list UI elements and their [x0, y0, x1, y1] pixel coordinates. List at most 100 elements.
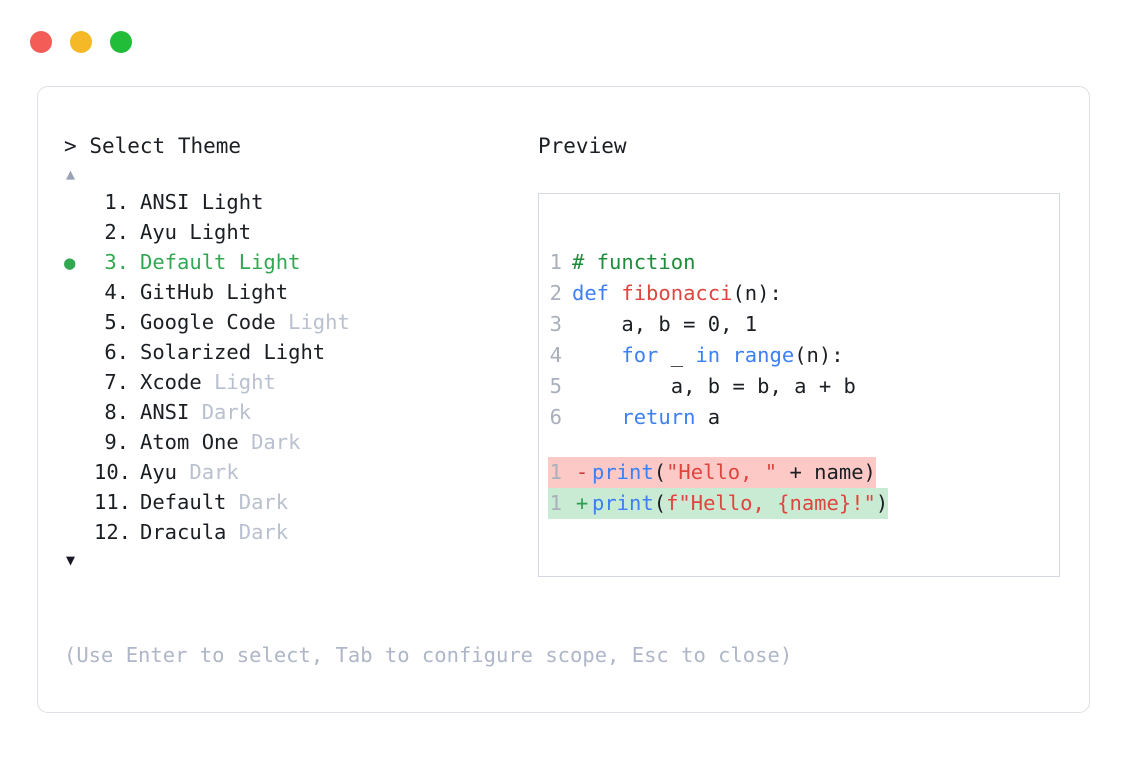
- theme-item-variant: Dark: [238, 520, 289, 544]
- theme-item-variant: Light: [288, 310, 350, 334]
- maximize-button[interactable]: [110, 31, 132, 53]
- theme-list-item[interactable]: ●6.Solarized Light: [64, 337, 534, 367]
- theme-item-space: [226, 517, 238, 547]
- theme-item-name: ANSI: [140, 190, 190, 214]
- selected-bullet-icon: ●: [64, 458, 94, 488]
- code-token-plain: _: [670, 343, 696, 367]
- code-token-comment: # function: [572, 250, 696, 274]
- theme-item-number: 5.: [104, 310, 129, 334]
- code-token-builtin: print: [592, 491, 654, 515]
- theme-item-variant: Dark: [251, 430, 301, 454]
- theme-item-space: [251, 337, 263, 367]
- code-line-text: return a: [572, 402, 720, 433]
- code-token-string: "Hello, ": [666, 460, 778, 484]
- code-token-plain: a, b = b, a + b: [572, 374, 856, 398]
- theme-item-number: 11.: [94, 490, 132, 514]
- code-token-builtin: range: [732, 343, 795, 367]
- close-button[interactable]: [30, 31, 52, 53]
- diff-line-minus: 1-print("Hello, " + name): [548, 457, 876, 488]
- scroll-down-icon[interactable]: ▼: [66, 551, 76, 569]
- code-token-string: f"Hello, {name}!": [666, 491, 876, 515]
- code-token-plain: ): [875, 491, 889, 515]
- selected-bullet-icon: ●: [64, 398, 94, 428]
- preview-title: Preview: [538, 134, 627, 158]
- theme-item-variant: Dark: [189, 460, 239, 484]
- theme-list-item[interactable]: ●4.GitHub Light: [64, 277, 534, 307]
- diff-line-text: print("Hello, " + name): [592, 457, 876, 488]
- line-number: 4: [549, 343, 562, 367]
- code-token-keyword: def: [572, 281, 622, 305]
- theme-item-variant: Light: [189, 220, 252, 244]
- theme-item-name: Ayu: [140, 460, 178, 484]
- code-token-plain: (n):: [794, 343, 844, 367]
- theme-item-space: [177, 457, 189, 487]
- code-line: 3 a, b = 0, 1: [548, 309, 1055, 340]
- theme-list-item[interactable]: ●5.Google Code Light: [64, 307, 534, 337]
- code-token-plain: + name): [777, 460, 876, 484]
- theme-list-item[interactable]: ●2.Ayu Light: [64, 217, 534, 247]
- theme-item-space: [276, 307, 288, 337]
- theme-item-name: ANSI: [140, 400, 190, 424]
- code-token-func: fibonacci: [621, 281, 733, 305]
- code-token-plain: [572, 343, 621, 367]
- theme-item-space: [189, 397, 201, 427]
- theme-item-variant: Light: [238, 250, 301, 274]
- theme-item-number: 4.: [104, 280, 129, 304]
- code-line-text: a, b = 0, 1: [572, 309, 757, 340]
- diff-marker: +: [575, 491, 589, 515]
- code-line-text: for _ in range(n):: [572, 340, 844, 371]
- theme-list-item[interactable]: ● 8. ANSI Dark: [64, 397, 534, 427]
- theme-selector-card: > Select Theme ▲ ●1.ANSI Light●2.Ayu Lig…: [37, 86, 1090, 713]
- theme-item-space: [226, 247, 238, 277]
- code-token-plain: a: [707, 405, 721, 429]
- diff-marker: -: [575, 460, 589, 484]
- theme-item-number: 3.: [104, 250, 129, 274]
- theme-item-variant: Dark: [201, 400, 252, 424]
- theme-item-space: [239, 427, 251, 457]
- theme-list-panel: > Select Theme ▲ ●1.ANSI Light●2.Ayu Lig…: [64, 131, 534, 573]
- theme-item-name: Xcode: [140, 370, 202, 394]
- selected-bullet-icon: ●: [64, 488, 94, 518]
- code-line: 1# function: [548, 247, 1055, 278]
- line-number: 6: [549, 405, 562, 429]
- theme-item-name: Dracula: [140, 520, 227, 544]
- theme-item-space: [202, 367, 214, 397]
- scroll-up-icon[interactable]: ▲: [66, 165, 76, 183]
- theme-item-variant: Light: [214, 370, 276, 394]
- theme-item-name: GitHub: [140, 280, 215, 304]
- theme-item-name: Default: [140, 250, 227, 274]
- theme-list-item[interactable]: ●3.Default Light: [64, 247, 534, 277]
- line-number: 1: [549, 491, 562, 515]
- theme-list-item[interactable]: ●7.Xcode Light: [64, 367, 534, 397]
- window-controls: [30, 31, 132, 53]
- theme-item-number: 8.: [104, 400, 129, 424]
- theme-item-number: 9.: [104, 430, 129, 454]
- minimize-button[interactable]: [70, 31, 92, 53]
- selected-bullet-icon: ●: [64, 518, 94, 548]
- page-title: Select Theme: [89, 134, 242, 158]
- code-token-plain: [572, 405, 621, 429]
- code-line-text: a, b = b, a + b: [572, 371, 856, 402]
- theme-list: ●1.ANSI Light●2.Ayu Light●3.Default Ligh…: [64, 187, 534, 547]
- theme-item-name: Default: [140, 490, 227, 514]
- theme-item-name: Ayu: [140, 220, 178, 244]
- theme-list-item[interactable]: ●9.Atom One Dark: [64, 427, 534, 457]
- diff-line-text: print(f"Hello, {name}!"): [592, 488, 888, 519]
- selected-bullet-icon: ●: [64, 368, 94, 398]
- theme-list-item[interactable]: ●1.ANSI Light: [64, 187, 534, 217]
- theme-list-item[interactable]: ●10.Ayu Dark: [64, 457, 534, 487]
- theme-list-item[interactable]: ●11.Default Dark: [64, 487, 534, 517]
- line-number: 2: [549, 281, 562, 305]
- theme-list-item[interactable]: ●12.Dracula Dark: [64, 517, 534, 547]
- code-line: 4 for _ in range(n):: [548, 340, 1055, 371]
- code-line: 5 a, b = b, a + b: [548, 371, 1055, 402]
- theme-item-name: Atom One: [140, 430, 239, 454]
- theme-item-space: [226, 487, 238, 517]
- diff-line-plus: 1 +print(f"Hello, {name}!"): [548, 488, 889, 519]
- keyboard-hint: (Use Enter to select, Tab to configure s…: [64, 643, 793, 667]
- code-token-builtin: print: [592, 460, 654, 484]
- selected-bullet-icon: ●: [64, 188, 94, 218]
- selected-bullet-icon: ●: [64, 218, 94, 248]
